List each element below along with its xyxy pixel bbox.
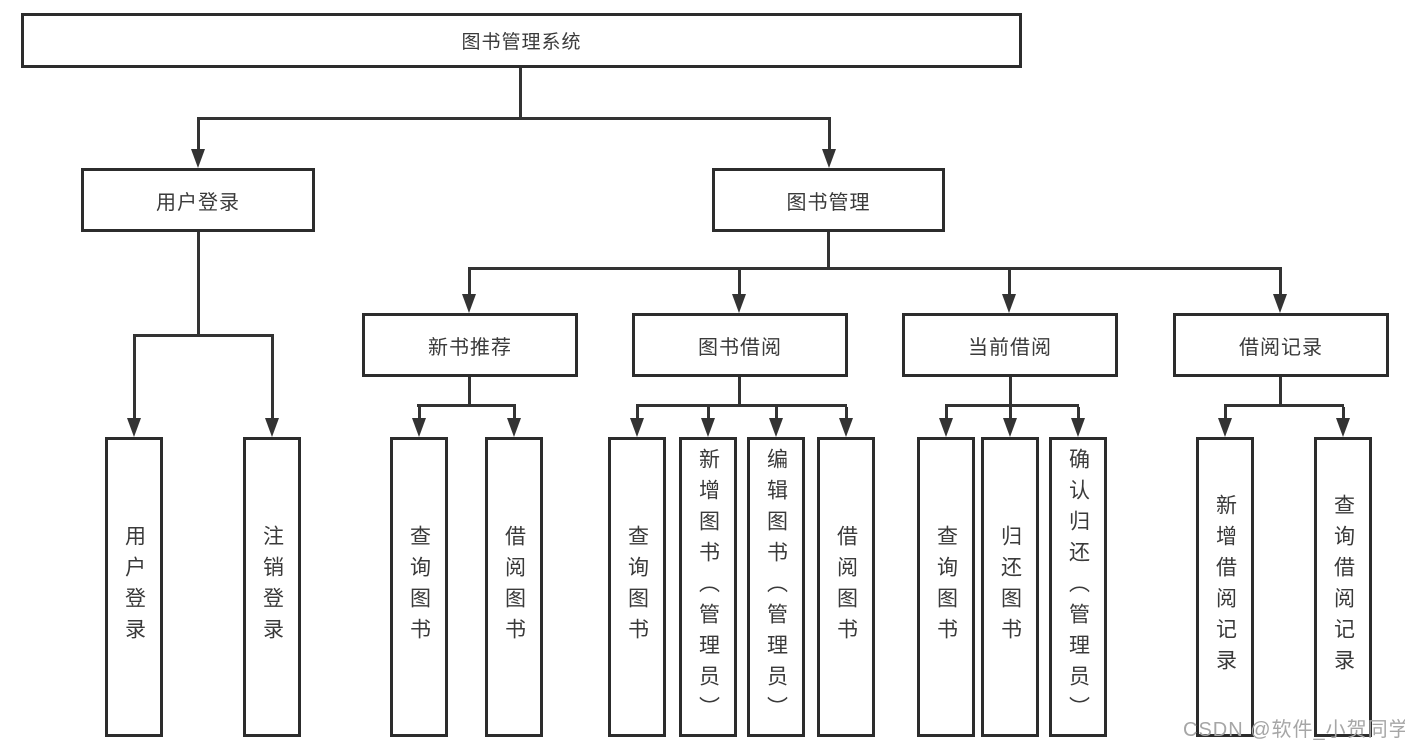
arrowhead-bb-borrow — [839, 418, 853, 437]
node-user-login-label: 用户登录 — [156, 191, 240, 214]
leaf-current-confirm-admin: 确认归还（管理员） — [1049, 437, 1107, 737]
leaf-user-login: 用户登录 — [105, 437, 163, 737]
leaf-current-return-label: 归还图书 — [998, 525, 1022, 649]
connector-level2-rail — [197, 117, 831, 120]
node-new-books: 新书推荐 — [362, 313, 578, 377]
arrowhead-bb-add — [701, 418, 715, 437]
arrowhead-bb-edit — [769, 418, 783, 437]
node-book-borrow-label: 图书借阅 — [698, 336, 782, 359]
node-user-login: 用户登录 — [81, 168, 315, 232]
leaf-newbooks-query: 查询图书 — [390, 437, 448, 737]
arrowhead-nb-borrow — [507, 418, 521, 437]
node-borrow-records: 借阅记录 — [1173, 313, 1389, 377]
arrowhead-bb-query — [630, 418, 644, 437]
leaf-borrow-edit-admin: 编辑图书（管理员） — [747, 437, 805, 737]
leaf-current-query-label: 查询图书 — [934, 525, 958, 649]
leaf-borrow-query: 查询图书 — [608, 437, 666, 737]
node-library-system: 图书管理系统 — [21, 13, 1022, 68]
leaf-user-login-label: 用户登录 — [122, 525, 146, 649]
connector-drop-rec-query — [1342, 407, 1345, 419]
leaf-borrow-add-admin: 新增图书（管理员） — [679, 437, 737, 737]
leaf-current-confirm-admin-label: 确认归还（管理员） — [1066, 447, 1090, 727]
leaf-borrow-add-admin-label: 新增图书（管理员） — [696, 447, 720, 727]
connector-user-login-stem — [197, 232, 200, 336]
connector-current-borrow-stem — [1009, 377, 1012, 406]
connector-drop-bb-query — [636, 407, 639, 419]
arrowhead-new-books — [462, 294, 476, 313]
leaf-logout-label: 注销登录 — [260, 525, 284, 649]
connector-book-mgmt-stem — [827, 232, 830, 269]
connector-drop-bb-add — [707, 407, 710, 419]
connector-drop-cur-confirm — [1077, 407, 1080, 419]
leaf-borrow-borrow: 借阅图书 — [817, 437, 875, 737]
arrowhead-rec-query — [1336, 418, 1350, 437]
csdn-watermark: CSDN @软件_小贺同学 — [1183, 719, 1405, 741]
leaf-current-return: 归还图书 — [981, 437, 1039, 737]
leaf-newbooks-borrow-label: 借阅图书 — [502, 525, 526, 649]
connector-drop-nb-query — [418, 407, 421, 419]
node-current-borrow: 当前借阅 — [902, 313, 1118, 377]
node-book-mgmt: 图书管理 — [712, 168, 945, 232]
node-book-mgmt-label: 图书管理 — [786, 191, 871, 214]
connector-borrow-records-rail — [1224, 404, 1344, 407]
leaf-current-query: 查询图书 — [917, 437, 975, 737]
connector-drop-borrow-records — [1279, 270, 1282, 295]
connector-book-borrow-rail — [636, 404, 847, 407]
connector-drop-book-mgmt — [828, 120, 831, 150]
connector-current-borrow-rail — [945, 404, 1079, 407]
leaf-newbooks-query-label: 查询图书 — [407, 525, 431, 649]
connector-new-books-rail — [417, 404, 516, 407]
connector-drop-login-leaf — [133, 337, 136, 418]
connector-drop-new-books — [468, 270, 471, 295]
node-new-books-label: 新书推荐 — [428, 336, 512, 359]
connector-drop-logout-leaf — [271, 337, 274, 418]
connector-drop-cur-query — [945, 407, 948, 419]
connector-user-login-rail — [133, 334, 274, 337]
connector-drop-nb-borrow — [513, 407, 516, 419]
connector-drop-bb-edit — [775, 407, 778, 419]
connector-borrow-records-stem — [1279, 377, 1282, 406]
node-borrow-records-label: 借阅记录 — [1239, 336, 1323, 359]
connector-drop-current-borrow — [1008, 270, 1011, 295]
leaf-newbooks-borrow: 借阅图书 — [485, 437, 543, 737]
arrowhead-current-borrow — [1002, 294, 1016, 313]
connector-drop-user-login — [197, 120, 200, 150]
arrowhead-nb-query — [412, 418, 426, 437]
connector-new-books-stem — [468, 377, 471, 406]
connector-drop-rec-add — [1224, 407, 1227, 419]
arrowhead-borrow-records — [1273, 294, 1287, 313]
node-library-system-label: 图书管理系统 — [461, 32, 582, 53]
arrowhead-cur-confirm — [1071, 418, 1085, 437]
connector-root-stem — [519, 68, 522, 120]
connector-drop-bb-borrow — [845, 407, 848, 419]
connector-drop-cur-return — [1009, 407, 1012, 419]
leaf-borrow-edit-admin-label: 编辑图书（管理员） — [764, 447, 788, 727]
arrowhead-cur-query — [939, 418, 953, 437]
arrowhead-logout-leaf — [265, 418, 279, 437]
arrowhead-book-borrow — [732, 294, 746, 313]
arrowhead-login-leaf — [127, 418, 141, 437]
node-book-borrow: 图书借阅 — [632, 313, 848, 377]
leaf-records-query: 查询借阅记录 — [1314, 437, 1372, 737]
connector-drop-book-borrow — [738, 270, 741, 295]
leaf-records-query-label: 查询借阅记录 — [1331, 494, 1355, 680]
arrowhead-cur-return — [1003, 418, 1017, 437]
arrowhead-book-mgmt — [822, 149, 836, 168]
leaf-logout: 注销登录 — [243, 437, 301, 737]
leaf-borrow-query-label: 查询图书 — [625, 525, 649, 649]
connector-book-borrow-stem — [738, 377, 741, 406]
arrowhead-rec-add — [1218, 418, 1232, 437]
connector-level3-rail — [468, 267, 1282, 270]
leaf-records-add: 新增借阅记录 — [1196, 437, 1254, 737]
node-current-borrow-label: 当前借阅 — [968, 336, 1052, 359]
leaf-borrow-borrow-label: 借阅图书 — [834, 525, 858, 649]
arrowhead-user-login — [191, 149, 205, 168]
leaf-records-add-label: 新增借阅记录 — [1213, 494, 1237, 680]
